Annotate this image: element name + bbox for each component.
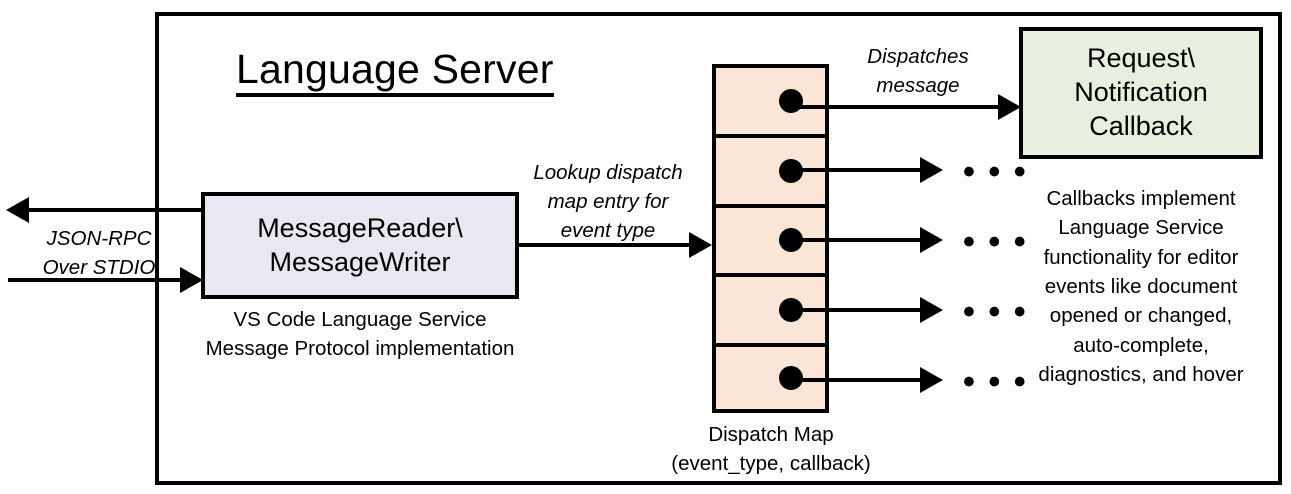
- dispatches-message-label: Dispatches message: [838, 42, 998, 100]
- dispatch-arrow-line-2: [782, 168, 922, 172]
- dispatch-map-caption-line2: (event_type, callback): [671, 452, 871, 476]
- dispatches-label-line1: Dispatches: [867, 45, 969, 68]
- lookup-label-line3: event type: [560, 219, 656, 243]
- jsonrpc-label-line2: Over STDIO: [42, 256, 156, 280]
- dispatch-arrow-arrowhead-3: [920, 227, 943, 253]
- message-rw-line2: MessageWriter: [269, 246, 451, 277]
- message-rw-caption: VS Code Language Service Message Protoco…: [201, 305, 519, 363]
- message-reader-writer-box[interactable]: MessageReader\ MessageWriter: [201, 192, 519, 299]
- jsonrpc-out-arrowhead: [6, 197, 29, 223]
- language-server-container: [155, 12, 1282, 485]
- callback-caption-line3: functionality for editor: [1043, 245, 1239, 269]
- dispatch-arrow-line-1: [782, 105, 1004, 109]
- jsonrpc-label: JSON-RPC Over STDIO: [24, 224, 174, 282]
- callback-caption-line7: diagnostics, and hover: [1038, 362, 1244, 386]
- ellipsis-3: • • •: [963, 223, 1028, 261]
- dispatch-map-table[interactable]: [712, 64, 829, 413]
- dispatch-arrow-arrowhead-1: [998, 94, 1021, 120]
- lookup-dispatch-label: Lookup dispatch map entry for event type: [516, 158, 700, 245]
- dispatch-arrow-arrowhead-4: [920, 297, 943, 323]
- dispatch-arrow-arrowhead-2: [920, 157, 943, 183]
- ellipsis-2: • • •: [963, 153, 1028, 191]
- dispatch-arrow-line-4: [782, 308, 922, 312]
- callback-line2: Notification: [1074, 77, 1208, 108]
- message-rw-caption-line2: Message Protocol implementation: [205, 337, 515, 361]
- jsonrpc-out-line: [28, 208, 205, 212]
- lookup-label-line2: map entry for: [547, 190, 669, 214]
- lookup-label-line1: Lookup dispatch: [533, 161, 683, 184]
- dispatch-map-cell[interactable]: [712, 343, 829, 413]
- jsonrpc-in-line: [8, 278, 186, 282]
- ellipsis-4: • • •: [963, 293, 1028, 331]
- page-title: Language Server: [236, 47, 554, 98]
- callback-caption-line6: auto-complete,: [1073, 333, 1209, 357]
- dispatch-arrow-line-3: [782, 238, 922, 242]
- callback-dot-icon: [779, 88, 803, 113]
- dispatch-map-caption: Dispatch Map (event_type, callback): [640, 420, 902, 478]
- lookup-arrow-arrowhead: [689, 232, 712, 258]
- callback-caption-line2: Language Service: [1058, 216, 1224, 240]
- message-rw-caption-line1: VS Code Language Service: [233, 308, 487, 331]
- dispatch-map-cell[interactable]: [712, 64, 829, 134]
- callback-caption-line4: events like document: [1044, 274, 1238, 298]
- request-notification-callback-box[interactable]: Request\ Notification Callback: [1019, 27, 1263, 159]
- callback-line1: Request\: [1086, 43, 1196, 74]
- callback-line3: Callback: [1089, 110, 1193, 141]
- dispatch-map-caption-line1: Dispatch Map: [708, 423, 834, 446]
- message-rw-line1: MessageReader\: [257, 212, 463, 243]
- ellipsis-5: • • •: [963, 363, 1028, 401]
- callback-caption-line5: opened or changed,: [1049, 304, 1233, 328]
- dispatches-label-line2: message: [876, 74, 960, 98]
- callback-caption: Callbacks implement Language Service fun…: [1006, 184, 1276, 389]
- callback-caption-line1: Callbacks implement: [1046, 187, 1236, 210]
- dispatch-arrow-line-5: [782, 378, 922, 382]
- lookup-arrow-line: [519, 243, 693, 247]
- dispatch-arrow-arrowhead-5: [920, 367, 943, 393]
- jsonrpc-in-arrowhead: [180, 267, 203, 293]
- jsonrpc-label-line1: JSON-RPC: [46, 227, 152, 250]
